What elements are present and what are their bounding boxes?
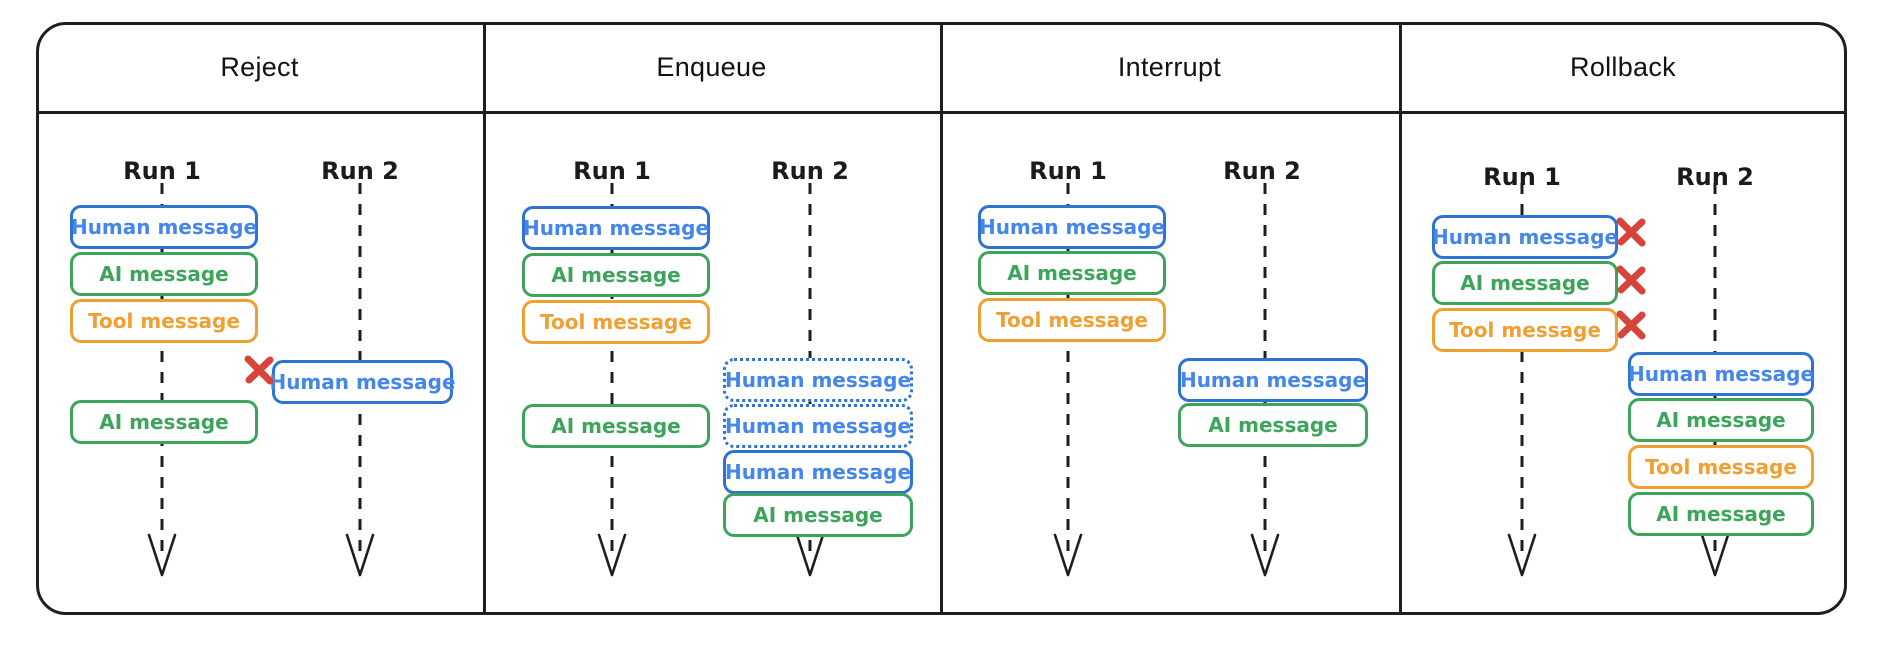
lifeline-arrow-down-icon (1507, 183, 1537, 577)
run-label: Run 2 (1676, 163, 1754, 191)
ai-message-box: AI message (1628, 398, 1814, 442)
panel-title-interrupt: Interrupt (1117, 51, 1222, 82)
column-divider (1399, 24, 1402, 615)
human-message-box: Human message (978, 205, 1166, 249)
tool-message-box: Tool message (522, 300, 710, 344)
human-message-box: Human message (1432, 215, 1618, 259)
lifeline-arrow-down-icon (1700, 183, 1730, 577)
human-message-box: Human message (269, 360, 456, 404)
lifeline-arrow-down-icon (147, 183, 177, 577)
rollback-x-icon (1616, 310, 1646, 340)
tool-message-box: Tool message (1628, 445, 1814, 489)
queued-human-message-box: Human message (723, 358, 913, 402)
run-label: Run 1 (573, 157, 651, 185)
lifeline-arrow-down-icon (1250, 183, 1280, 577)
ai-message-box: AI message (522, 253, 710, 297)
ai-message-box: AI message (1432, 261, 1618, 305)
panel-title-rollback: Rollback (1570, 51, 1676, 82)
lifeline-arrow-down-icon (597, 183, 627, 577)
ai-message-box: AI message (723, 493, 913, 537)
tool-message-box: Tool message (978, 298, 1166, 342)
ai-message-box: AI message (978, 251, 1166, 295)
ai-message-box: AI message (1178, 403, 1368, 447)
run-label: Run 2 (321, 157, 399, 185)
queued-human-message-box: Human message (723, 404, 913, 448)
rollback-x-icon (1616, 265, 1646, 295)
lifeline-arrow-down-icon (345, 183, 375, 577)
human-message-box: Human message (70, 205, 258, 249)
human-message-box: Human message (1178, 358, 1368, 402)
ai-message-box: AI message (1628, 492, 1814, 536)
human-message-box: Human message (1628, 352, 1814, 396)
panel-title-enqueue: Enqueue (656, 51, 767, 82)
tool-message-box: Tool message (1432, 308, 1618, 352)
run-label: Run 2 (771, 157, 849, 185)
run-label: Run 2 (1223, 157, 1301, 185)
lifeline-arrow-down-icon (1053, 183, 1083, 577)
rollback-x-icon (1616, 217, 1646, 247)
lifeline-arrow-down-icon (795, 183, 825, 577)
tool-message-box: Tool message (70, 299, 258, 343)
reject-x-icon (244, 355, 274, 385)
human-message-box: Human message (522, 206, 710, 250)
ai-message-box: AI message (70, 400, 258, 444)
panel-title-reject: Reject (220, 51, 299, 82)
human-message-box: Human message (723, 450, 913, 494)
column-divider (483, 24, 486, 615)
run-label: Run 1 (1483, 163, 1561, 191)
ai-message-box: AI message (70, 252, 258, 296)
ai-message-box: AI message (522, 404, 710, 448)
run-label: Run 1 (1029, 157, 1107, 185)
run-label: Run 1 (123, 157, 201, 185)
column-divider (940, 24, 943, 615)
